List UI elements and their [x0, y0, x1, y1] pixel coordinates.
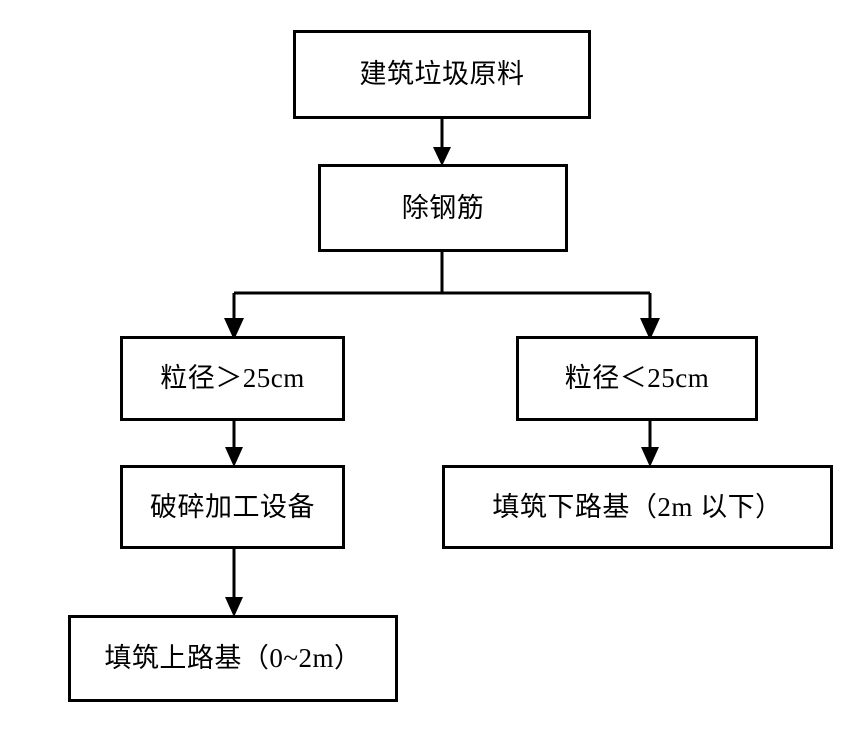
node-upper-subgrade-fill[interactable]: 填筑上路基（0~2m） [68, 615, 398, 702]
node-remove-rebar[interactable]: 除钢筋 [318, 164, 568, 252]
edge-size-lt-to-lower-subgrade [641, 421, 659, 467]
node-remove-rebar-label: 除钢筋 [401, 192, 485, 223]
node-upper-subgrade-fill-label: 填筑上路基（0~2m） [104, 643, 362, 674]
node-lower-subgrade-fill-label: 填筑下路基（2m 以下） [492, 491, 783, 522]
node-lower-subgrade-fill[interactable]: 填筑下路基（2m 以下） [442, 465, 833, 549]
node-size-greater-than-25cm-label: 粒径＞25cm [160, 363, 305, 394]
edge-remove-rebar-split-bus [234, 252, 650, 295]
node-raw-material-label: 建筑垃圾原料 [359, 59, 525, 90]
edge-crusher-to-upper-subgrade [225, 549, 243, 617]
edge-raw-material-to-remove-rebar [433, 119, 451, 166]
edge-split-to-size-lt [640, 293, 660, 340]
edge-split-to-size-gt [224, 293, 244, 340]
node-size-less-than-25cm-label: 粒径＜25cm [564, 363, 710, 394]
node-crushing-equipment-label: 破碎加工设备 [150, 491, 315, 522]
node-size-less-than-25cm[interactable]: 粒径＜25cm [516, 336, 758, 421]
node-crushing-equipment[interactable]: 破碎加工设备 [120, 465, 345, 549]
node-raw-material[interactable]: 建筑垃圾原料 [293, 30, 591, 119]
edge-size-gt-to-crusher [225, 421, 243, 467]
node-size-greater-than-25cm[interactable]: 粒径＞25cm [120, 336, 345, 421]
